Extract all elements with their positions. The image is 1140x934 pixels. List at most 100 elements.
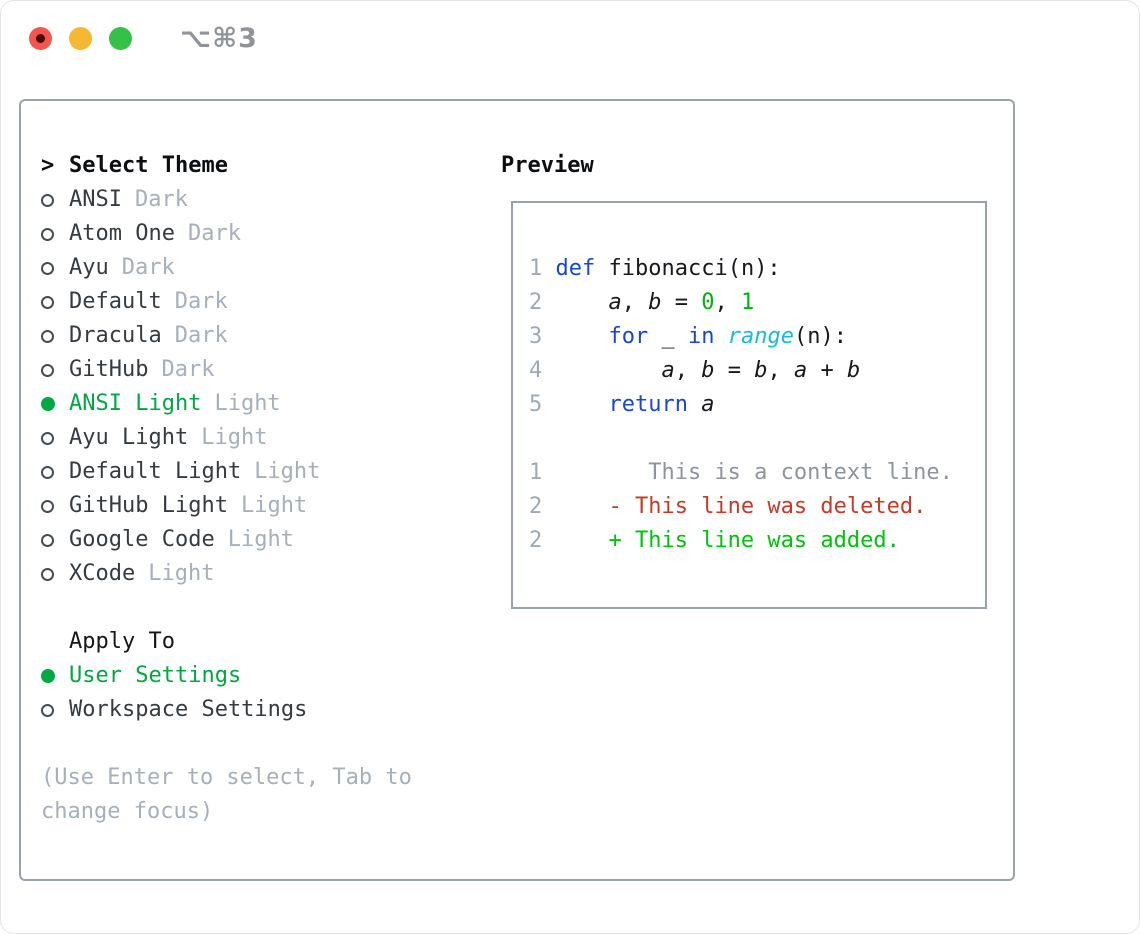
theme-list-title-row: >Select Theme — [41, 149, 320, 183]
code-segment-kw: def — [555, 256, 596, 281]
theme-option-default-dark[interactable]: Default Dark — [41, 285, 320, 319]
theme-option-ansi-light[interactable]: ANSI Light Light — [41, 387, 320, 421]
theme-option-label: Ayu — [69, 255, 109, 280]
radio-circle — [41, 261, 54, 275]
radio-icon — [41, 261, 69, 275]
code-line: 4 a, b = b, a + b — [529, 354, 985, 388]
theme-option-label: Default Light — [69, 459, 242, 484]
code-segment-pl: , — [674, 358, 702, 383]
radio-circle — [41, 533, 54, 547]
apply-to-title-row: Apply To — [41, 625, 320, 659]
theme-option-default-light[interactable]: Default Light Light — [41, 455, 320, 489]
radio-circle — [41, 567, 54, 581]
radio-circle — [41, 329, 54, 343]
line-number: 2 — [529, 494, 556, 519]
maximize-button[interactable] — [109, 26, 132, 50]
code-segment-pl — [556, 392, 609, 417]
code-line: 3 for _ in range(n): — [529, 320, 985, 354]
radio-circle — [41, 363, 54, 377]
code-segment-num: 0 — [701, 290, 715, 315]
line-number: 5 — [529, 392, 556, 417]
close-button[interactable] — [29, 26, 52, 50]
code-segment-kw: return — [608, 392, 688, 417]
theme-option-variant: Dark — [134, 187, 188, 212]
code-segment-pl: fibonacci(n): — [595, 256, 781, 281]
radio-icon — [41, 567, 69, 581]
code-segment-pl: , — [714, 290, 741, 315]
theme-option-label: GitHub — [69, 357, 149, 382]
preview-title: Preview — [501, 153, 594, 178]
theme-option-variant: Dark — [121, 255, 175, 280]
code-segment-pl — [556, 358, 662, 383]
radio-icon — [41, 295, 69, 309]
radio-selected-icon — [41, 397, 69, 411]
code-diff-gap — [529, 422, 985, 456]
code-segment-pl: , — [621, 290, 649, 315]
theme-option-variant: Light — [254, 459, 321, 484]
theme-option-label: Default — [69, 289, 162, 314]
radio-icon — [41, 363, 69, 377]
radio-circle — [41, 669, 55, 683]
theme-option-ayu-dark[interactable]: Ayu Dark — [41, 251, 320, 285]
apply-option-workspace-settings[interactable]: Workspace Settings — [41, 693, 320, 727]
focus-caret-icon: > — [41, 149, 69, 183]
theme-option-variant: Light — [227, 527, 294, 552]
theme-option-variant: Dark — [174, 323, 228, 348]
unsaved-dot-icon — [36, 33, 45, 43]
line-number: 1 — [529, 460, 556, 485]
theme-list-title: Select Theme — [69, 153, 228, 178]
code-segment-kw: in — [687, 324, 715, 349]
code-segment-pl — [556, 290, 609, 315]
theme-option-variant: Light — [148, 561, 215, 586]
code-segment-pl: , — [767, 358, 794, 383]
radio-circle — [41, 193, 54, 207]
code-segment-id: a — [608, 290, 622, 315]
code-segment-pl: + — [807, 358, 847, 383]
code-segment-pl — [556, 324, 609, 349]
code-segment-pl: = — [714, 358, 755, 383]
code-segment-id: b — [648, 290, 662, 315]
code-segment-pl — [714, 324, 727, 349]
code-segment-num: 1 — [740, 290, 755, 315]
code-segment-id: b — [754, 358, 768, 383]
radio-icon — [41, 533, 69, 547]
radio-icon — [41, 431, 69, 445]
line-number: 3 — [529, 324, 556, 349]
diff-line: 2 - This line was deleted. — [529, 490, 985, 524]
line-number: 2 — [529, 290, 556, 315]
theme-option-label: Atom One — [69, 221, 175, 246]
theme-option-ansi-dark[interactable]: ANSI Dark — [41, 183, 320, 217]
theme-option-label: Ayu Light — [69, 425, 189, 450]
code-line: 5 return a — [529, 388, 985, 422]
code-segment-add: + This line was added. — [555, 528, 900, 553]
code-segment-kw: for — [608, 324, 649, 349]
theme-option-label: XCode — [69, 561, 136, 586]
apply-option-user-settings[interactable]: User Settings — [41, 659, 320, 693]
titlebar: ⌥⌘3 — [29, 23, 258, 54]
radio-icon — [41, 499, 69, 513]
theme-option-label: ANSI Light — [69, 391, 202, 416]
code-segment-fn: range — [727, 324, 794, 349]
radio-circle — [41, 499, 54, 513]
theme-option-label: ANSI — [69, 187, 122, 212]
theme-option-variant: Light — [214, 391, 281, 416]
apply-option-label: User Settings — [69, 663, 242, 688]
theme-option-xcode[interactable]: XCode Light — [41, 557, 320, 591]
code-segment-id: b — [846, 358, 861, 383]
radio-circle — [41, 227, 54, 241]
radio-selected-icon — [41, 669, 69, 683]
line-number: 1 — [529, 256, 556, 281]
theme-option-variant: Dark — [174, 289, 228, 314]
line-number: 2 — [529, 528, 556, 553]
code-segment-pl — [688, 392, 701, 417]
code-segment-id: a — [793, 358, 808, 383]
minimize-button[interactable] — [69, 26, 92, 50]
